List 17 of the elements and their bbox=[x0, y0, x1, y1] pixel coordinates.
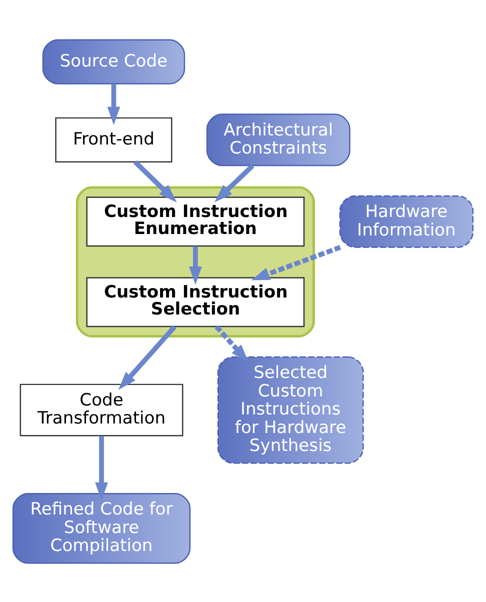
arrow bbox=[95, 435, 108, 500]
node-box: Custom Instruction Enumeration bbox=[86, 196, 305, 246]
node-box: Selected Custom Instructions for Hardware Synthesis bbox=[217, 356, 364, 464]
arrow bbox=[251, 244, 342, 280]
cluster bbox=[76, 186, 315, 337]
node-box: Front-end bbox=[55, 116, 172, 162]
node-box: Hardware Information bbox=[339, 194, 474, 248]
arrow bbox=[189, 246, 202, 284]
arrow bbox=[118, 324, 176, 390]
node-box: Refined Code for Software Compilation bbox=[12, 492, 191, 564]
node-box: Architectural Constraints bbox=[206, 113, 350, 166]
arrow bbox=[214, 164, 254, 202]
arrow bbox=[214, 324, 249, 362]
node-box: Custom Instruction Selection bbox=[86, 276, 305, 327]
node-box: Source Code bbox=[42, 38, 186, 84]
node-box: Code Transformation bbox=[20, 383, 184, 436]
arrow bbox=[107, 84, 120, 125]
